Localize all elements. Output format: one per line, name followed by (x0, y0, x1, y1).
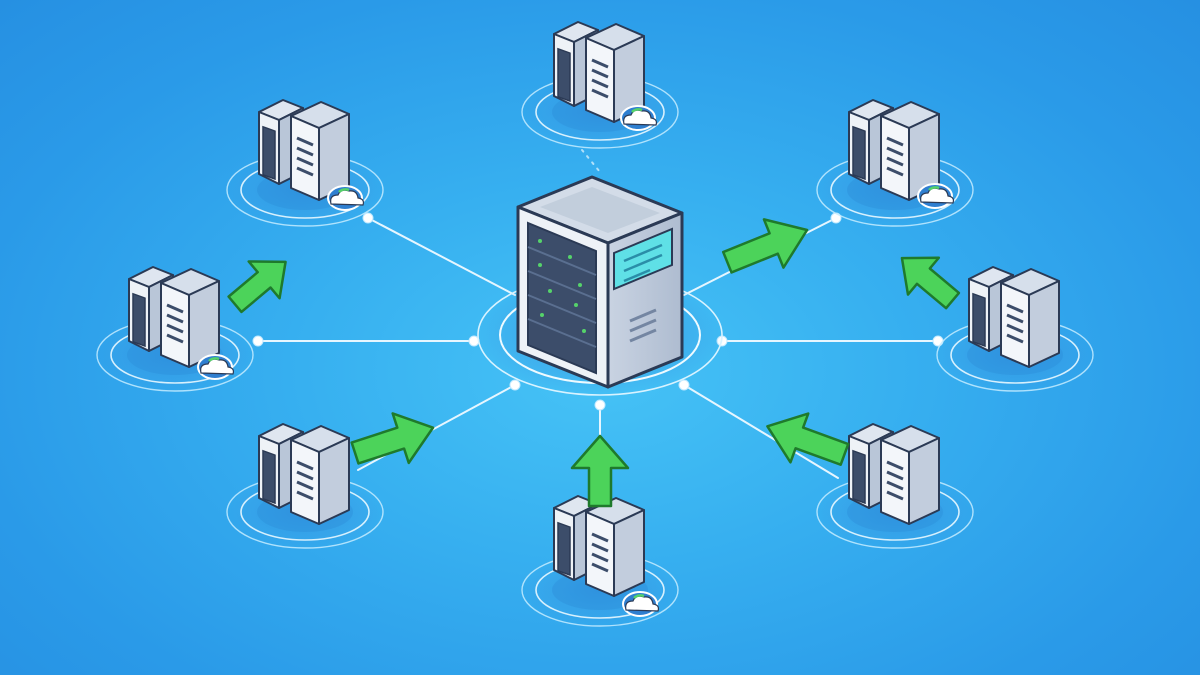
connector-top (581, 149, 601, 173)
arrow-up-left-icon (900, 256, 961, 310)
node-middle-left (96, 265, 254, 392)
cloud-icon (916, 182, 955, 210)
node-middle-right (936, 265, 1094, 392)
cloud-icon (619, 104, 658, 132)
server-tower-icon (516, 175, 684, 389)
node-upper-left (226, 98, 384, 227)
cloud-icon (621, 590, 660, 618)
arrow-up-right-icon (227, 260, 287, 314)
node-bottom (521, 494, 679, 627)
dot-upper-left (362, 212, 374, 224)
arrow-right-icon (350, 412, 435, 465)
cloud-icon (196, 353, 235, 381)
flow-arrows (227, 218, 961, 508)
dot-middle-left (252, 335, 264, 347)
arrow-up-icon (570, 434, 630, 508)
node-top (521, 20, 679, 149)
hub-node (475, 175, 725, 397)
connector-lower-right (683, 384, 839, 479)
connector-upper-left (367, 217, 516, 296)
node-upper-right (816, 98, 974, 227)
arrow-up-left-icon (766, 412, 850, 466)
cloud-icon (326, 184, 365, 212)
dot-hub-bottom (594, 399, 606, 411)
arrow-up-right-icon (721, 218, 809, 274)
